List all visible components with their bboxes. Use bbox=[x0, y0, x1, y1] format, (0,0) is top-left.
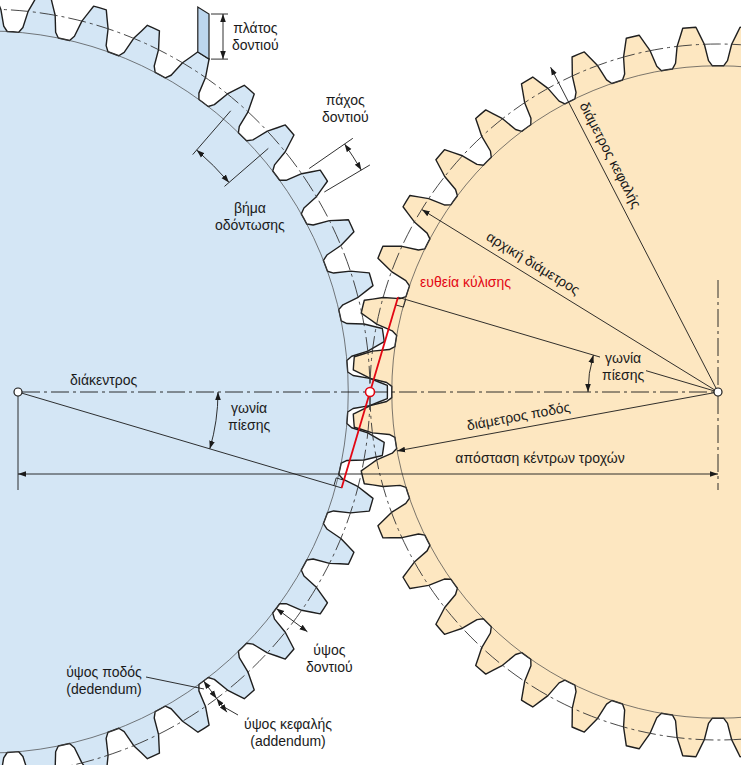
center-marker bbox=[714, 388, 722, 396]
pressure-line bbox=[398, 297, 718, 392]
extension-line bbox=[18, 396, 19, 490]
dimension-lines bbox=[18, 14, 718, 715]
root-diameter-line bbox=[397, 392, 718, 451]
part-label: διάμετρος ποδός bbox=[466, 399, 572, 434]
part-label: γωνία πίεσης bbox=[600, 350, 646, 384]
part-label: πάχος δοντιού bbox=[322, 92, 369, 126]
extension-line bbox=[211, 59, 228, 60]
part-label: βήμα οδόντωσης bbox=[215, 200, 285, 234]
pitch-circle bbox=[0, 9, 370, 765]
part-label: διάμετρος κεφαλής bbox=[577, 99, 645, 210]
pitch-point bbox=[366, 388, 375, 397]
thickness-dimension bbox=[345, 144, 362, 170]
part-label: ύψος ποδός (dedendum) bbox=[58, 664, 150, 698]
part-label: ευθεία κύλισης bbox=[420, 274, 511, 291]
extension-line bbox=[225, 148, 269, 186]
part-label: πλάτος δοντιού bbox=[232, 20, 279, 54]
part-label: ύψος δοντιού bbox=[306, 642, 353, 676]
extension-line bbox=[211, 14, 228, 15]
left-gear bbox=[0, 0, 387, 765]
addendum-dimension bbox=[217, 698, 227, 712]
line-of-action bbox=[342, 297, 398, 488]
dedendum-dimension bbox=[204, 681, 217, 698]
pressure-line bbox=[18, 392, 342, 488]
pitch-diameter-line bbox=[422, 210, 718, 392]
part-label: ύψος κεφαλής (addendum) bbox=[236, 716, 340, 750]
tip-diameter-line bbox=[551, 67, 718, 392]
part-label: γωνία πίεσης bbox=[228, 400, 270, 434]
part-label: διάκεντρος bbox=[70, 372, 137, 389]
extension-line bbox=[309, 138, 353, 168]
leader-line bbox=[146, 677, 204, 689]
width-dimension bbox=[223, 14, 224, 59]
part-label: απόσταση κέντρων τροχών bbox=[455, 450, 624, 467]
reference-circles bbox=[0, 9, 741, 765]
extension-line bbox=[193, 111, 231, 155]
extension-line bbox=[324, 165, 370, 192]
tooth-face bbox=[198, 7, 209, 59]
leader-line bbox=[224, 707, 238, 715]
angle-arc bbox=[210, 392, 218, 449]
center-marker bbox=[14, 388, 22, 396]
pitch-dimension bbox=[197, 150, 229, 182]
center-distance-dimension bbox=[18, 474, 718, 475]
angle-arc bbox=[588, 355, 593, 392]
center-line bbox=[718, 280, 719, 490]
tooth-height-dimension bbox=[276, 608, 307, 631]
